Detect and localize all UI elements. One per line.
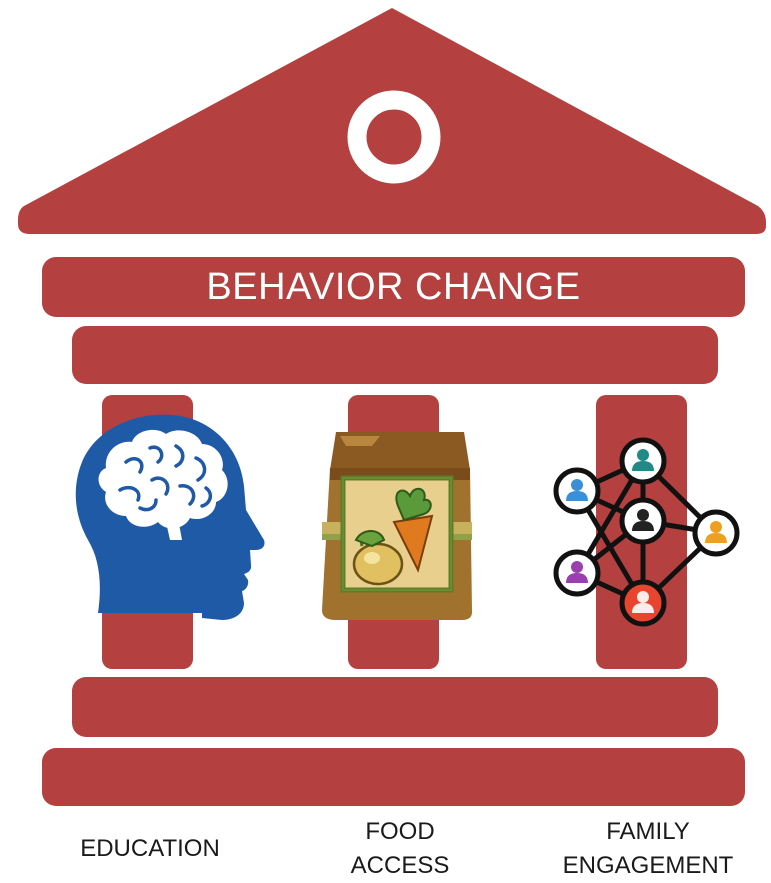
- pillar-label-family-engagement: FAMILY ENGAGEMENT: [538, 815, 758, 883]
- base-step-lower: [42, 748, 745, 806]
- pillar-label-line: ENGAGEMENT: [562, 852, 734, 879]
- pillar-label-line: ACCESS: [350, 852, 450, 879]
- brain-head-icon: [75, 414, 265, 620]
- pillar-label-line: FOOD: [365, 818, 435, 845]
- banner-beam: [42, 257, 745, 317]
- banner-title: BEHAVIOR CHANGE: [206, 265, 581, 308]
- grocery-bag-icon: [322, 432, 472, 620]
- roof-circle-emblem: [347, 90, 441, 184]
- people-network-icon: [553, 437, 740, 627]
- temple-roof: [18, 8, 766, 234]
- pillar-label-line: EDUCATION: [80, 835, 220, 862]
- pillar-label-food-access: FOOD ACCESS: [305, 815, 495, 883]
- upper-beam: [72, 326, 718, 384]
- pillar-label-education: EDUCATION: [40, 832, 260, 866]
- base-step-upper: [72, 677, 718, 737]
- pillar-label-line: FAMILY: [606, 818, 690, 845]
